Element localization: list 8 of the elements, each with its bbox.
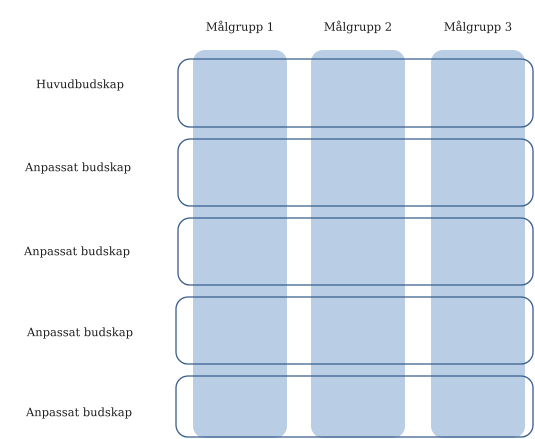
row-label: Huvudbudskap xyxy=(36,79,124,91)
row-label: Anpassat budskap xyxy=(24,162,130,174)
row-label: Anpassat budskap xyxy=(26,327,132,339)
row-label: Anpassat budskap xyxy=(24,246,130,258)
column-heading: Målgrupp 1 xyxy=(206,20,272,34)
column-heading: Målgrupp 3 xyxy=(444,20,512,34)
column-heading: Målgrupp 2 xyxy=(324,20,391,34)
row-label: Anpassat budskap xyxy=(26,407,132,419)
